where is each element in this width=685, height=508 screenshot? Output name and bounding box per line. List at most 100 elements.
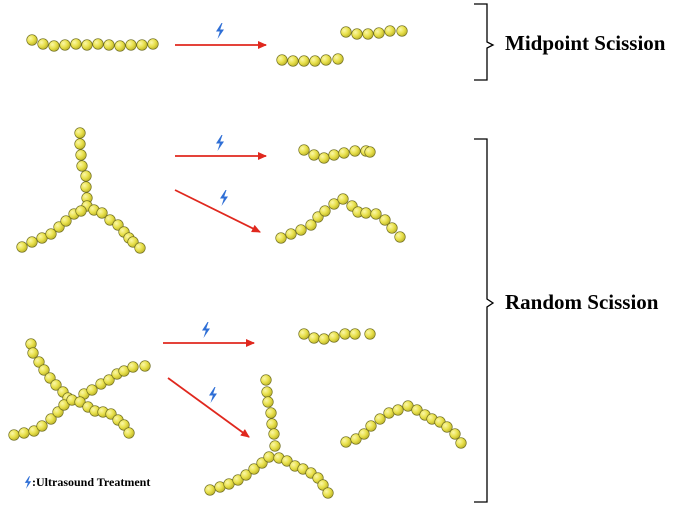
polymer-bead	[204, 484, 216, 496]
polymer-bead	[365, 420, 377, 432]
polymer-bead	[139, 360, 151, 372]
polymer-bead	[269, 440, 281, 452]
polymer-bead	[134, 242, 146, 254]
polymer-bead	[74, 396, 86, 408]
ultrasound-bolt-icon	[202, 322, 210, 338]
polymer-bead	[308, 149, 320, 161]
polymer-bead	[349, 145, 361, 157]
polymer-bead	[265, 407, 277, 419]
midpoint-scission-label: Midpoint Scission	[505, 31, 666, 55]
polymer-bead	[340, 436, 352, 448]
polymer-bead	[392, 404, 404, 416]
polymer-bead	[18, 427, 30, 439]
ultrasound-bolt-icon	[24, 476, 32, 489]
polymer-bead	[386, 222, 398, 234]
polymer-bead	[305, 219, 317, 231]
polymer-bead	[80, 181, 92, 193]
ultrasound-bolt-icon	[209, 387, 217, 403]
polymer-bead	[285, 228, 297, 240]
polymer-bead	[364, 146, 376, 158]
polymer-bead	[240, 469, 252, 481]
polymer-bead	[295, 224, 307, 236]
random-bracket	[474, 138, 495, 503]
polymer-bead	[81, 39, 93, 51]
polymer-bead	[298, 55, 310, 67]
polymer-bead	[36, 420, 48, 432]
polymer-bead	[332, 53, 344, 65]
polymer-bead	[262, 396, 274, 408]
polymer-bead	[319, 205, 331, 217]
polymer-bead	[281, 455, 293, 467]
polymer-bead	[309, 55, 321, 67]
polymer-bead	[75, 149, 87, 161]
polymer-bead	[349, 328, 361, 340]
polymer-bead	[80, 170, 92, 182]
polymer-bead	[362, 28, 374, 40]
polymer-bead	[74, 138, 86, 150]
polymer-bead	[337, 193, 349, 205]
polymer-bead	[275, 232, 287, 244]
polymer-bead	[364, 328, 376, 340]
polymer-bead	[26, 34, 38, 46]
polymer-bead	[48, 40, 60, 52]
polymer-bead	[104, 214, 116, 226]
polymer-bead	[103, 374, 115, 386]
polymer-bead	[33, 356, 45, 368]
polymer-bead	[350, 433, 362, 445]
polymer-bead	[320, 54, 332, 66]
polymer-bead	[232, 474, 244, 486]
polymer-bead	[60, 215, 72, 227]
polymer-bead	[58, 399, 70, 411]
polymer-bead	[103, 39, 115, 51]
polymer-bead	[322, 487, 334, 499]
polymer-chains	[8, 25, 467, 499]
polymer-bead	[123, 427, 135, 439]
polymer-bead	[118, 419, 130, 431]
polymer-bead	[76, 160, 88, 172]
polymer-bead	[75, 205, 87, 217]
reaction-arrow	[167, 377, 250, 438]
polymer-bead	[261, 386, 273, 398]
polymer-bead	[26, 236, 38, 248]
polymer-bead	[358, 428, 370, 440]
ultrasound-bolt-icon	[216, 135, 224, 151]
ultrasound-bolt-icon	[216, 23, 224, 39]
polymer-bead	[455, 437, 467, 449]
midpoint-bracket	[474, 3, 495, 81]
polymer-bead	[318, 152, 330, 164]
polymer-bead	[298, 328, 310, 340]
polymer-bead	[28, 425, 40, 437]
polymer-bead	[96, 207, 108, 219]
random-scission-label: Random Scission	[505, 290, 659, 314]
polymer-bead	[37, 38, 49, 50]
polymer-bead	[449, 428, 461, 440]
polymer-bead	[394, 231, 406, 243]
polymer-bead	[287, 55, 299, 67]
polymer-bead	[339, 328, 351, 340]
legend-label: :Ultrasound Treatment	[32, 475, 151, 489]
polymer-bead	[70, 38, 82, 50]
polymer-bead	[373, 27, 385, 39]
polymer-bead	[127, 361, 139, 373]
polymer-bead	[411, 404, 423, 416]
polymer-bead	[45, 228, 57, 240]
polymer-bead	[263, 451, 275, 463]
polymer-bead	[136, 39, 148, 51]
polymer-bead	[38, 364, 50, 376]
polymer-bead	[266, 418, 278, 430]
polymer-bead	[260, 374, 272, 386]
legend: :Ultrasound Treatment	[24, 475, 150, 490]
polymer-bead	[360, 207, 372, 219]
polymer-bead	[59, 39, 71, 51]
polymer-bead	[248, 463, 260, 475]
polymer-bead	[384, 25, 396, 37]
polymer-bead	[338, 147, 350, 159]
reaction-arrows	[163, 41, 267, 438]
polymer-bead	[379, 214, 391, 226]
polymer-bead	[114, 40, 126, 52]
polymer-bead	[374, 413, 386, 425]
polymer-bead	[351, 28, 363, 40]
polymer-bead	[396, 25, 408, 37]
polymer-bead	[268, 428, 280, 440]
